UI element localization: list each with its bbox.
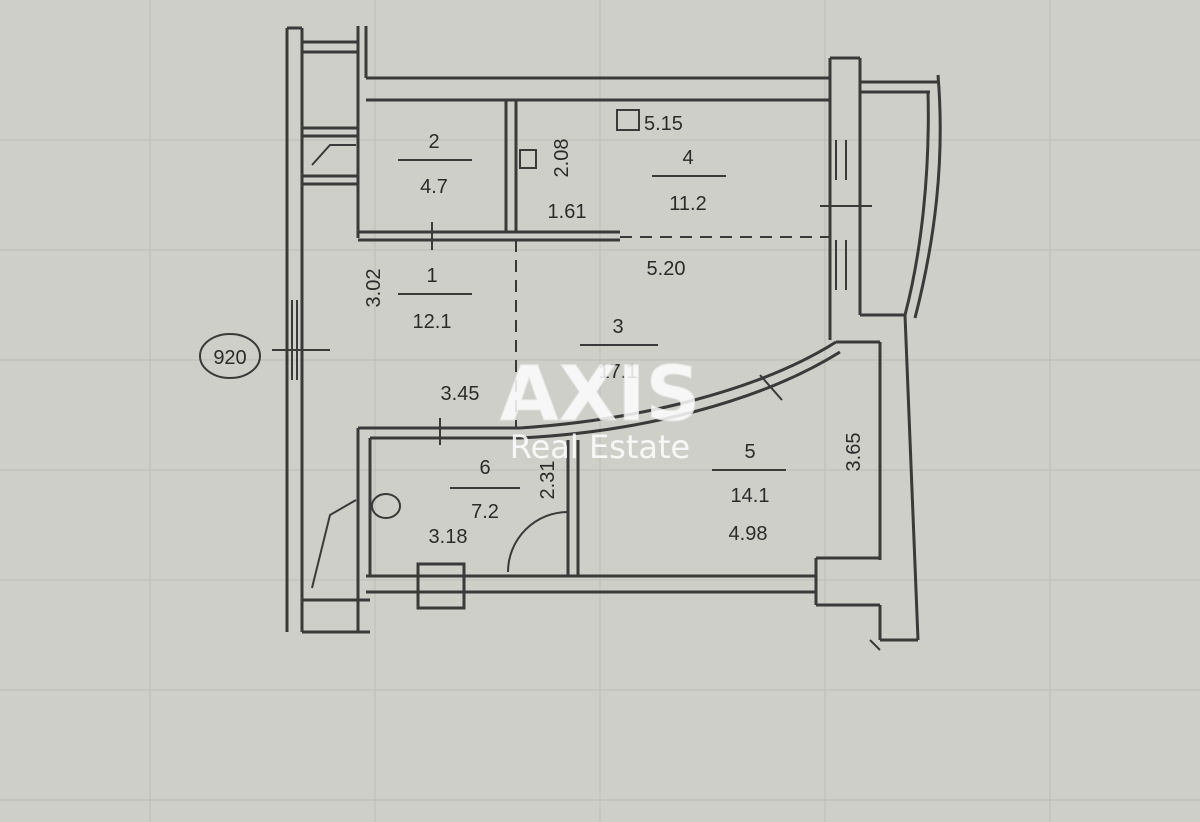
room-4-number: 4	[682, 147, 693, 169]
dimension-labels: 5.15 2.08 1.61 3.02 5.20 3.45 2.31 3.18 …	[363, 113, 865, 548]
zone-lines	[515, 236, 830, 428]
room-6-area: 7.2	[471, 501, 499, 523]
dim-3-02: 3.02	[363, 269, 385, 308]
room-5-number: 5	[744, 441, 755, 463]
walls	[285, 26, 942, 642]
watermark-brand: AXIS	[500, 349, 700, 438]
dim-5-20: 5.20	[647, 258, 686, 280]
dim-3-65: 3.65	[843, 433, 865, 472]
fraction-bars	[398, 159, 786, 489]
room-labels: 1 12.1 2 4.7 3 17.1 4 11.2 5 14.1 6 7.2	[413, 131, 770, 523]
room-1-number: 1	[426, 265, 437, 287]
room-3-area: 17.1	[599, 361, 638, 383]
section-marker: 920	[199, 333, 261, 379]
dim-3-18: 3.18	[429, 526, 468, 548]
room-6-number: 6	[479, 457, 490, 479]
dim-5-15: 5.15	[644, 113, 683, 135]
section-marker-label: 920	[213, 347, 246, 369]
dim-2-31: 2.31	[537, 461, 559, 500]
dim-1-61: 1.61	[548, 201, 587, 223]
room-4-area: 11.2	[669, 193, 706, 215]
dim-4-98: 4.98	[729, 523, 768, 545]
fixtures	[272, 109, 881, 651]
room-2-number: 2	[428, 131, 439, 153]
room-5-area: 14.1	[731, 485, 770, 507]
room-2-area: 4.7	[420, 176, 448, 198]
watermark-tagline: Real Estate	[510, 428, 690, 466]
dim-2-08: 2.08	[551, 139, 573, 178]
dim-3-45: 3.45	[441, 383, 480, 405]
room-3-number: 3	[612, 316, 623, 338]
watermark: AXIS Real Estate	[499, 349, 700, 467]
room-1-area: 12.1	[413, 311, 452, 333]
